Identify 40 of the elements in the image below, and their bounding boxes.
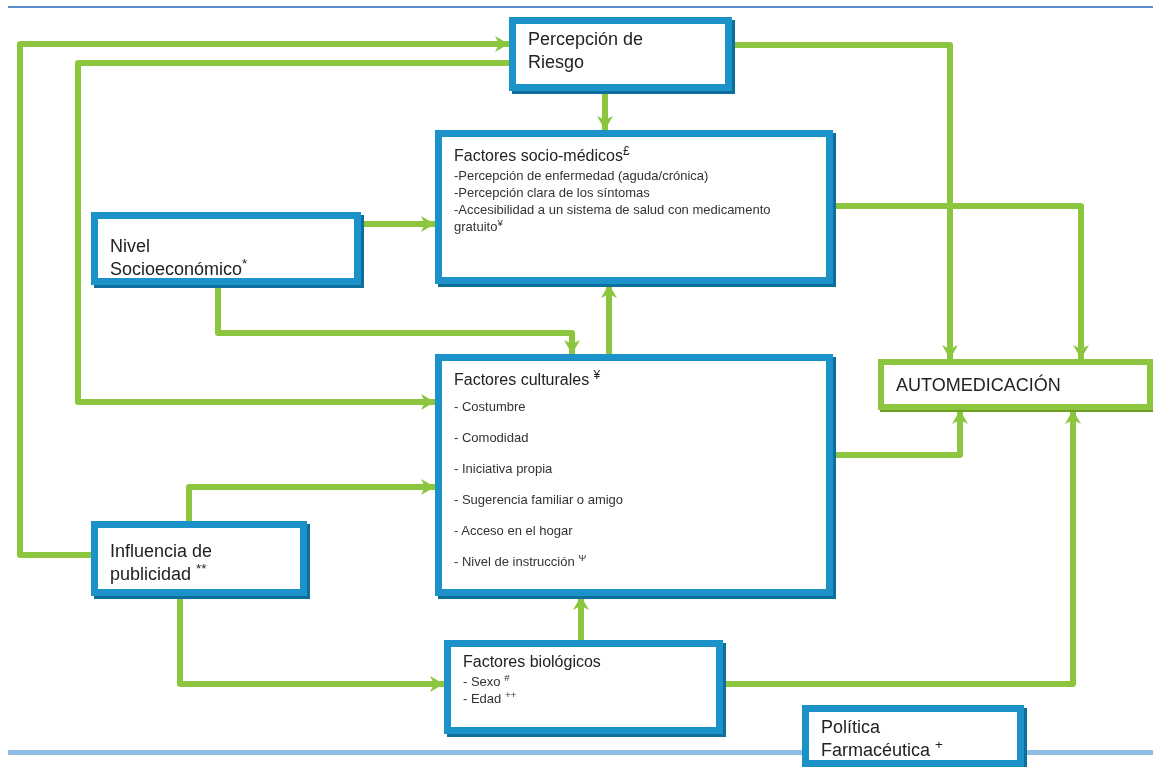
- process-box: [91, 212, 361, 285]
- arrow: [17, 36, 509, 558]
- arrow: [75, 60, 509, 410]
- list-item: - Comodidad: [454, 429, 530, 447]
- arrow: [186, 479, 435, 521]
- box-title: AUTOMEDICACIÓN: [896, 373, 1062, 397]
- process-box: [509, 17, 732, 91]
- box-title: Nivel Socioeconómico$^{*}$: [110, 235, 249, 281]
- arrow: [601, 284, 617, 354]
- arrow: [723, 410, 1081, 687]
- arrow: [597, 91, 613, 130]
- list-item: - Nivel de instrucción $^{Ψ}$: [454, 551, 588, 571]
- process-box: [802, 705, 1024, 767]
- arrow: [833, 410, 968, 458]
- arrow: [215, 285, 580, 354]
- process-box: [878, 359, 1153, 410]
- process-box: [91, 521, 307, 596]
- process-box: [435, 130, 833, 284]
- process-box: [435, 354, 833, 596]
- list-item: -Accesibilidad a un sistema de salud con medicamento gratuito$^{¥}$: [454, 201, 772, 235]
- list-item: - Iniciativa propia: [454, 460, 554, 478]
- list-item: - Sexo $^{#}$: [463, 673, 511, 690]
- box-title: Factores culturales $^{¥}$: [454, 369, 602, 390]
- process-box: [444, 640, 723, 734]
- box-title: Factores socio-médicos$^{£}$: [454, 145, 631, 166]
- arrow: [361, 216, 435, 232]
- box-title: Percepción de Riesgo: [528, 28, 645, 74]
- list-item: -Percepción de enfermedad (aguda/crónica): [454, 167, 710, 184]
- arrow: [573, 596, 589, 640]
- list-item: - Costumbre: [454, 398, 527, 416]
- arrow: [177, 596, 444, 692]
- list-item: - Sugerencia familiar o amigo: [454, 491, 625, 509]
- box-title: Influencia de publicidad $^{**}$: [110, 540, 214, 586]
- box-title: Factores biológicos: [463, 652, 602, 672]
- list-item: -Percepción clara de los síntomas: [454, 184, 651, 201]
- arrow: [732, 42, 958, 359]
- list-item: - Edad $^{++}$: [463, 690, 518, 707]
- arrow: [833, 203, 1089, 359]
- box-title: Política Farmacéutica $^{+}$: [821, 716, 944, 762]
- list-item: - Acceso en el hogar: [454, 522, 574, 540]
